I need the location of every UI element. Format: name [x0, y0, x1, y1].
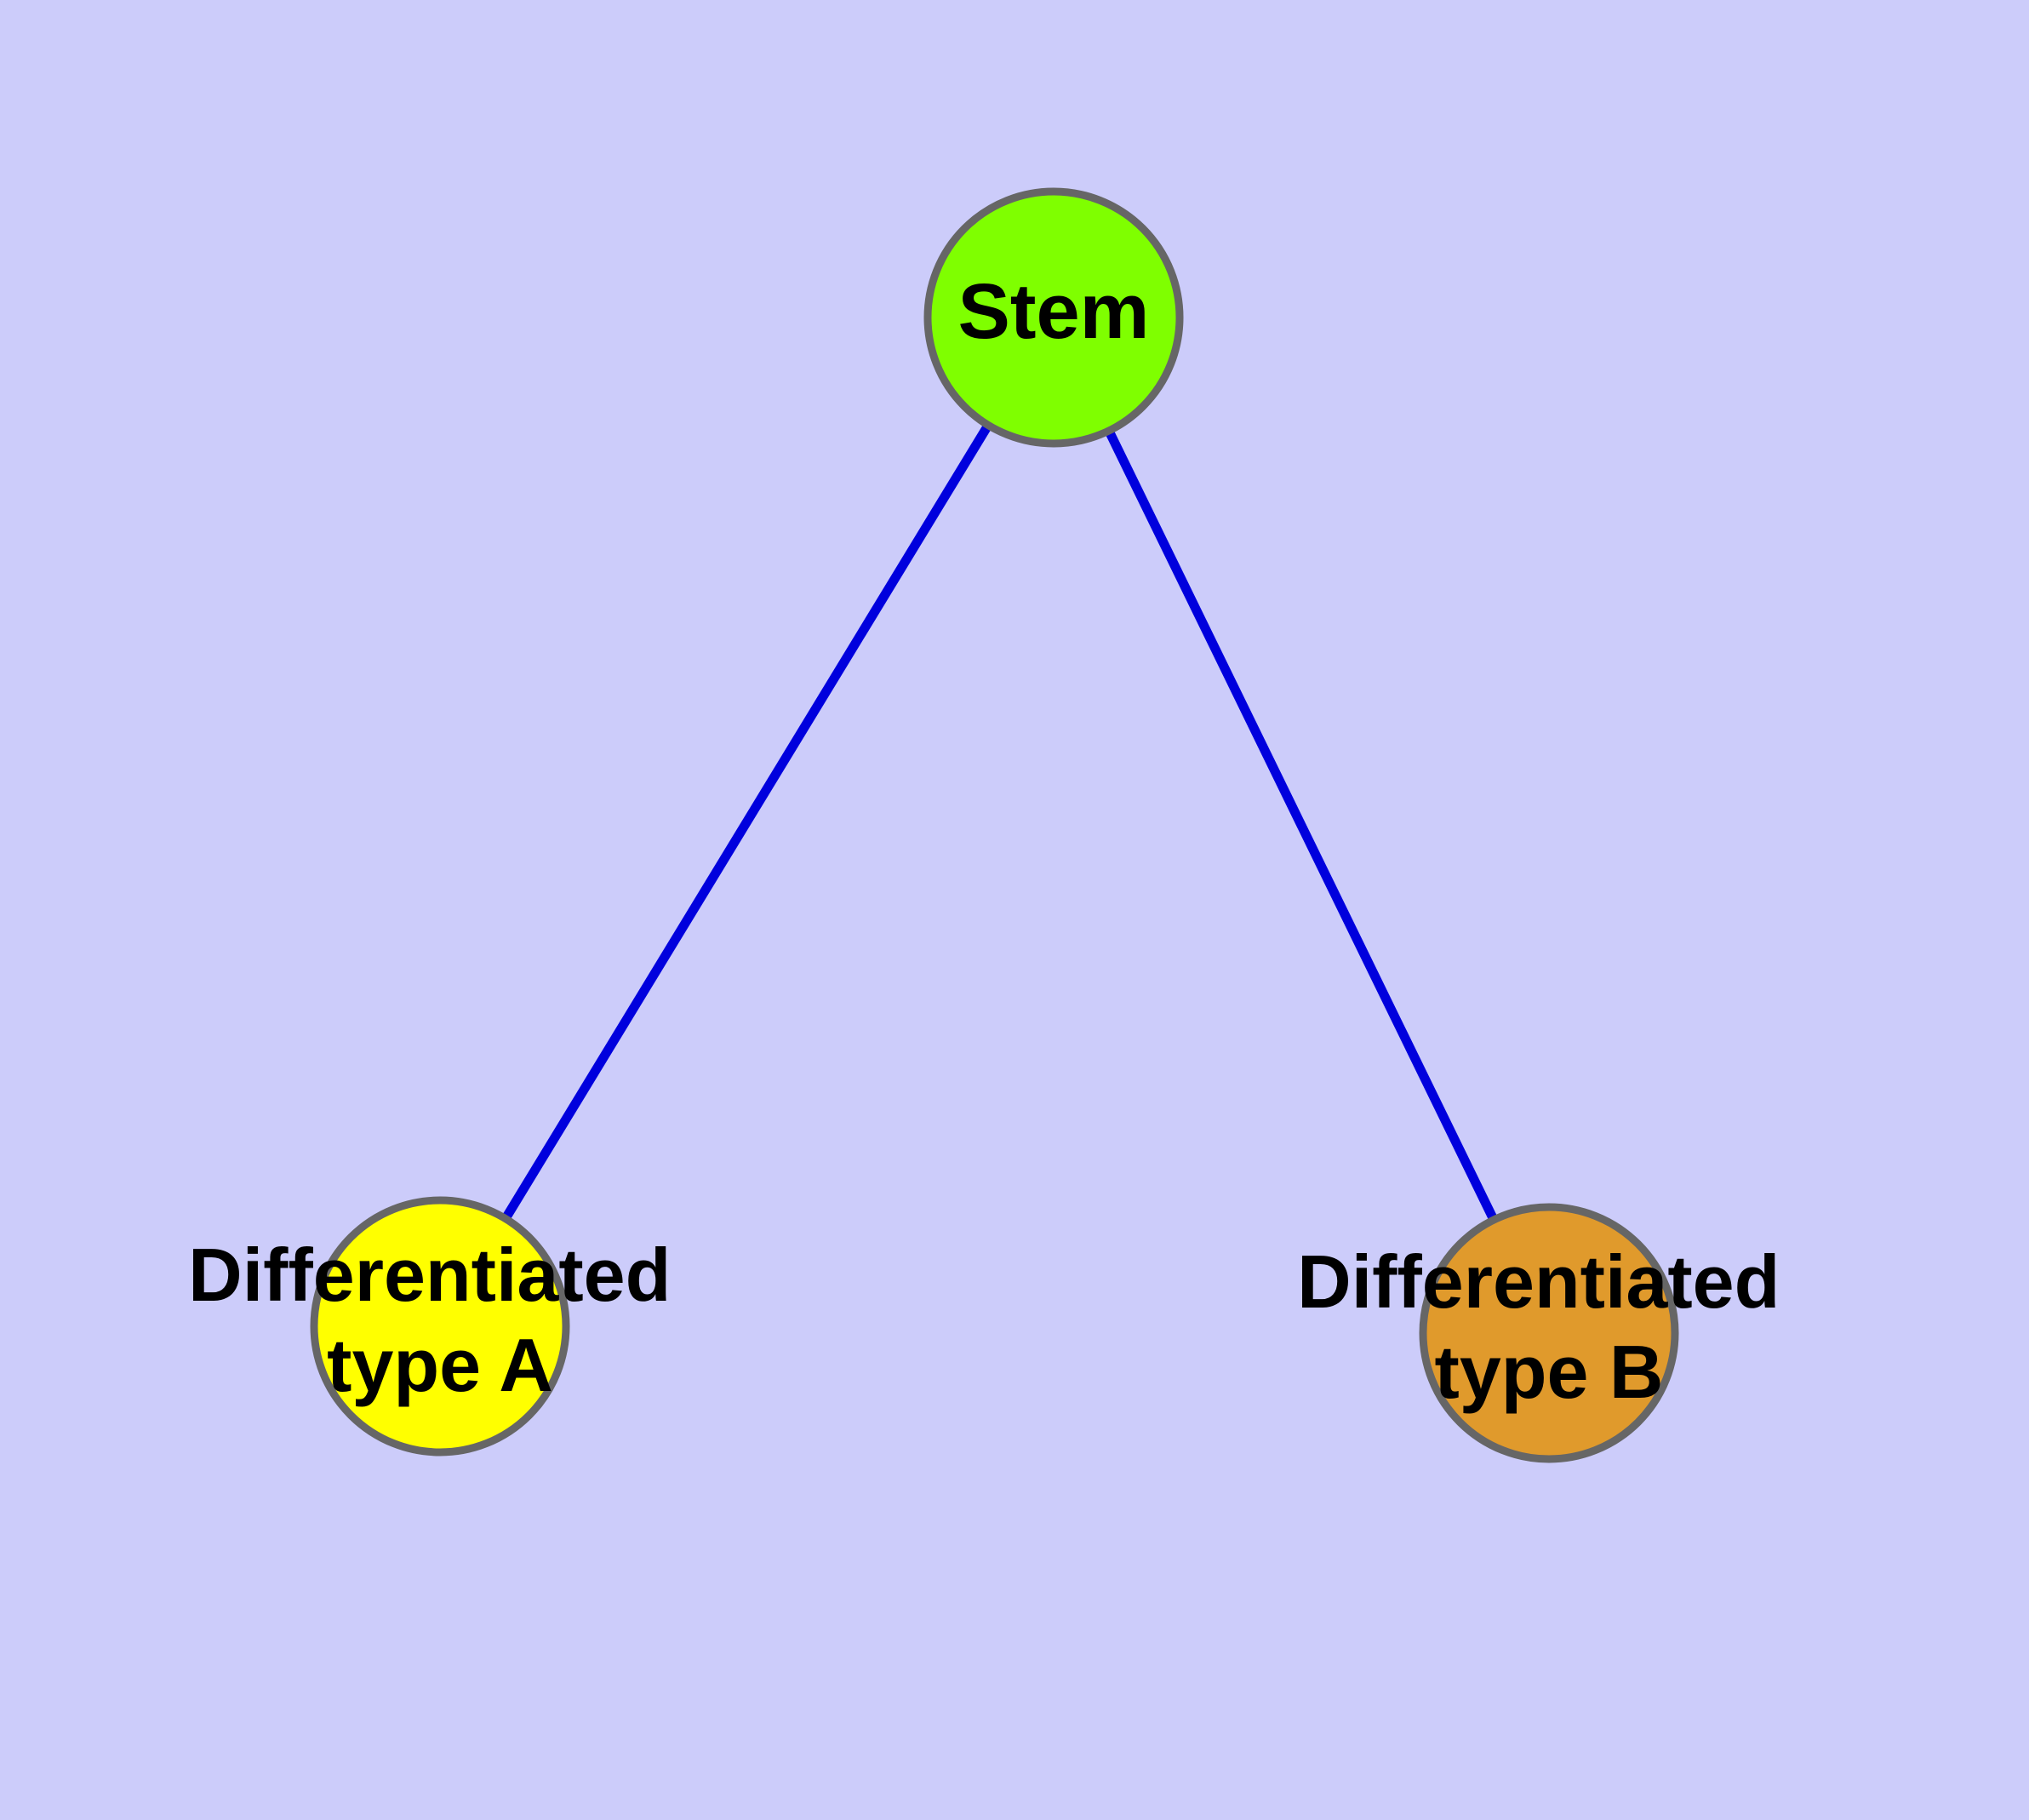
edge-stem-to-differentiated-type-a[interactable] [500, 420, 994, 1224]
node-differentiated-type-a[interactable] [310, 1196, 570, 1457]
node-label-differentiated-type-b: Differentiated type B [1297, 1239, 1801, 1414]
node-label-differentiated-type-a-line-2: type A [327, 1323, 553, 1407]
node-label-differentiated-type-b-line-2: type B [1435, 1330, 1664, 1414]
label-layer: Stem Differentiated type A Differentiate… [188, 268, 1801, 1414]
node-label-stem: Stem [958, 268, 1150, 355]
node-stem[interactable] [923, 187, 1184, 448]
node-circle-differentiated-type-a[interactable] [310, 1196, 570, 1457]
edge-stem-to-differentiated-type-b[interactable] [1103, 426, 1500, 1225]
node-circle-stem[interactable] [923, 187, 1184, 448]
edge-layer [500, 420, 1500, 1225]
node-label-stem-line-1: Stem [958, 268, 1150, 355]
node-label-differentiated-type-b-line-1: Differentiated [1297, 1239, 1780, 1324]
node-layer [310, 187, 1679, 1463]
node-circle-differentiated-type-b[interactable] [1419, 1203, 1679, 1463]
node-differentiated-type-b[interactable] [1419, 1203, 1679, 1463]
node-label-differentiated-type-a: Differentiated type A [188, 1233, 692, 1407]
node-label-differentiated-type-a-line-1: Differentiated [188, 1233, 671, 1317]
